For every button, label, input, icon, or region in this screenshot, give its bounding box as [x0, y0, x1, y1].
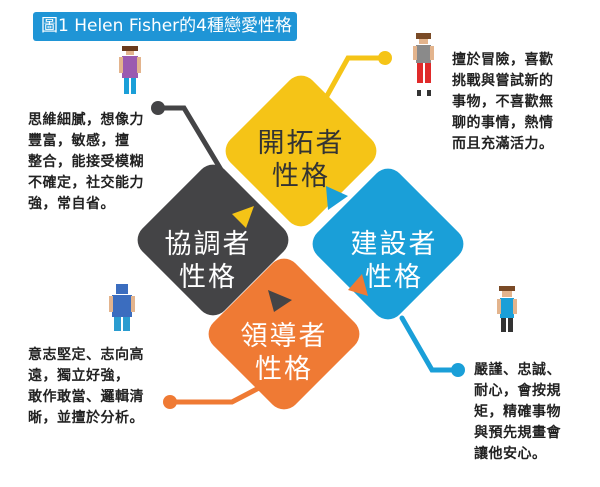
- connector-builder: [399, 315, 461, 373]
- label-director: 領導者 性格: [240, 321, 328, 385]
- desc-negotiator: 思維細膩，想像力 豐富，敏感，擅 整合，能接受模糊 不確定，社交能力 強，常自省…: [28, 112, 144, 212]
- connector-dot-negotiator: [151, 101, 165, 115]
- connector-pioneer: [315, 55, 388, 115]
- person-icon-director: [109, 284, 135, 331]
- desc-director: 意志堅定、志向高 遠，獨立好強， 敢作敢當、邏輯清 晰，並擅於分析。: [28, 347, 144, 426]
- connector-dot-pioneer: [378, 51, 392, 65]
- desc-pioneer: 擅於冒險，喜歡 挑戰與嘗試新的 事物，不喜歡無 聊的事情，熱情 而且充滿活力。: [452, 52, 554, 152]
- diamond-negotiator: [137, 164, 289, 316]
- label-negotiator: 協調者 性格: [164, 229, 252, 293]
- figure-title: 圖1 Helen Fisher的4種戀愛性格: [33, 12, 297, 41]
- diamond-builder: [312, 168, 464, 320]
- connector-dot-director: [163, 395, 177, 409]
- label-pioneer: 開拓者 性格: [257, 128, 345, 192]
- connector-negotiator: [155, 105, 229, 181]
- arrow-director: [268, 290, 292, 312]
- person-icon-negotiator: [119, 46, 141, 94]
- diamond-pioneer: [225, 75, 377, 227]
- arrow-pioneer: [326, 186, 348, 210]
- person-icon-pioneer: [413, 33, 434, 96]
- connector-dot-builder: [451, 363, 465, 377]
- arrow-negotiator: [232, 206, 254, 228]
- arrow-builder: [348, 274, 368, 296]
- person-icon-builder: [497, 286, 517, 332]
- diamond-director: [208, 258, 360, 410]
- label-builder: 建設者 性格: [350, 229, 438, 293]
- desc-builder: 嚴謹、忠誠、 耐心，會按規 矩，精確事物 與預先規畫會 讓他安心。: [474, 362, 561, 462]
